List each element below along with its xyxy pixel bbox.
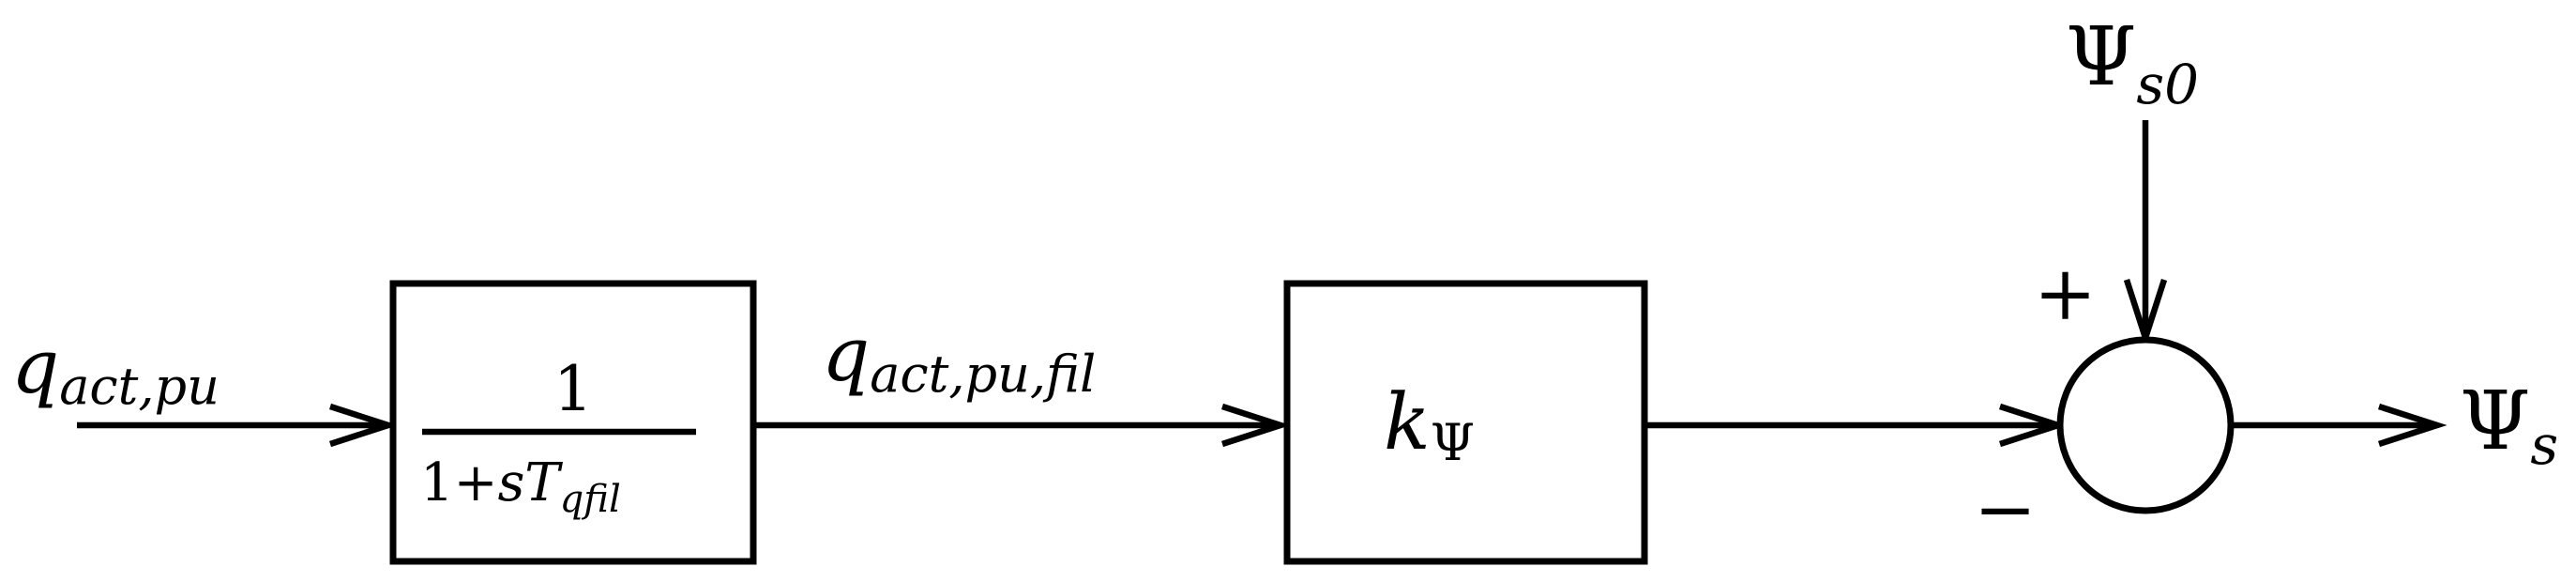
sum-minus-sign: − (1974, 466, 2037, 553)
reference-signal-label: Ψs0 (2066, 10, 2199, 116)
output-arrow (2231, 403, 2447, 448)
filter-denominator: 1+sTqfil (420, 452, 621, 521)
summing-junction (2056, 336, 2235, 514)
reference-arrow (2123, 120, 2168, 348)
output-signal-label: Ψs (2460, 375, 2558, 477)
filtered-signal-arrow (753, 403, 1291, 448)
input-arrow (77, 403, 399, 448)
filtered-signal-label: qact,pu,fil (822, 311, 1096, 404)
input-signal-label: qact,pu (11, 323, 220, 416)
gain-block: kΨ (1283, 280, 1648, 565)
gain-label: kΨ (1384, 378, 1475, 472)
filter-block: 1 1+sTqfil (389, 280, 757, 565)
sum-plus-sign: + (2034, 250, 2097, 337)
filter-numerator: 1 (553, 353, 593, 425)
gain-output-arrow (1644, 403, 2068, 448)
